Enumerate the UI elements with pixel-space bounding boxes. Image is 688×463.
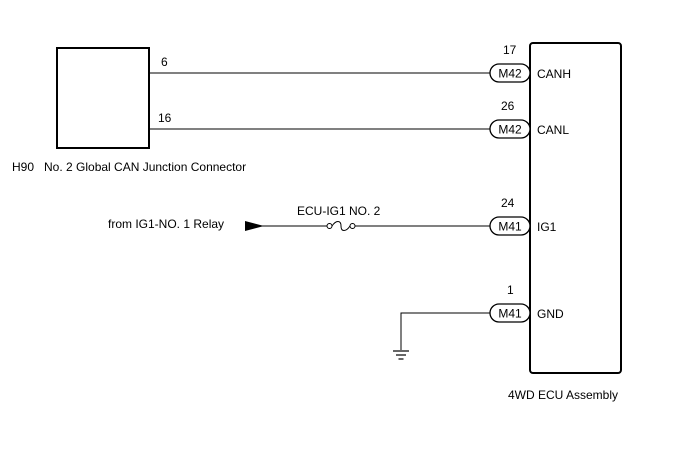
ecu-pin-number: 26 [501,99,515,113]
ecu-signal-label: CANH [537,67,571,81]
connector-code: M41 [498,307,522,321]
fuse-label: ECU-IG1 NO. 2 [297,204,381,218]
connector-badge [489,119,531,139]
connector-badge [489,303,531,323]
ground-icon [393,350,409,360]
junction-connector-name: No. 2 Global CAN Junction Connector [44,160,246,174]
connector-code: M42 [498,67,522,81]
ecu-signal-label: IG1 [537,220,557,234]
ecu-pin-number: 1 [507,283,514,297]
ecu-signal-label: GND [537,307,564,321]
ecu-box [529,42,622,374]
connector-code: M41 [498,220,522,234]
ecu-signal-label: CANL [537,123,569,137]
wire-gnd [400,312,490,350]
junction-pin-canl: 16 [158,111,172,125]
arrow-icon [245,221,264,231]
junction-pin-canh: 6 [161,55,168,69]
connector-badge [489,216,531,236]
connector-badge [489,63,531,83]
fuse-icon [326,221,356,231]
ecu-pin-number: 17 [503,43,517,57]
ecu-pin-number: 24 [501,196,515,210]
ecu-name: 4WD ECU Assembly [508,388,618,402]
power-source-label: from IG1-NO. 1 Relay [108,217,224,231]
junction-connector-box [56,47,150,149]
connector-code: M42 [498,123,522,137]
junction-connector-code: H90 [12,160,34,174]
